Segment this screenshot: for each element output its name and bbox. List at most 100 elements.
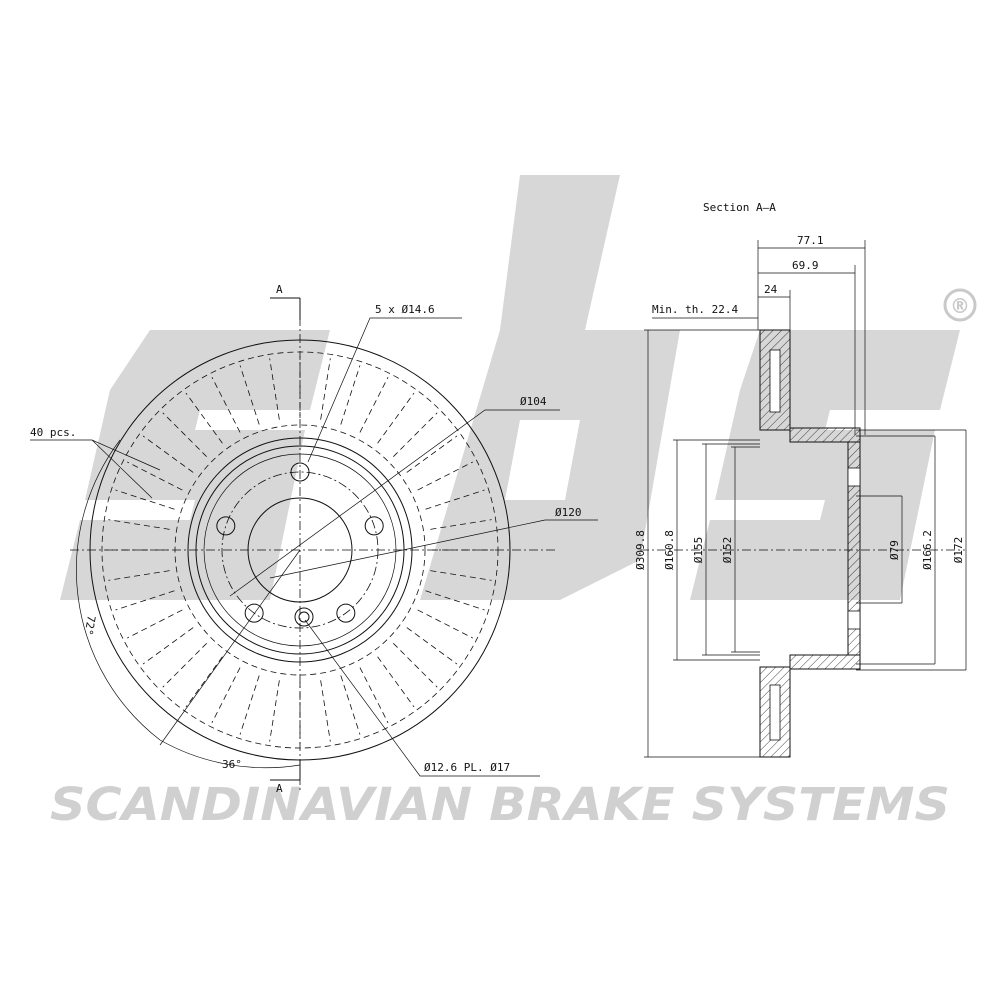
vane-line — [320, 680, 331, 742]
dimension-77-1: 77.1 — [757, 234, 866, 435]
bolt-hole — [336, 603, 356, 623]
vane-line — [269, 358, 280, 420]
vane-line — [359, 667, 389, 724]
pcd-leader — [229, 409, 560, 597]
vane-line — [162, 412, 207, 457]
diameter-outer_diameter: Ø309.8 — [634, 329, 760, 758]
vane-line — [142, 435, 194, 473]
vane-line — [417, 609, 474, 639]
bolt-holes — [216, 462, 384, 627]
vane-line — [417, 461, 474, 491]
center-bore-leader — [269, 519, 598, 579]
diameter-label: Ø172 — [952, 537, 965, 564]
vanes-label: 40 pcs. — [30, 426, 76, 439]
diameter-d_155: Ø155 — [692, 443, 760, 656]
vane-line — [359, 376, 389, 433]
vane-line — [406, 435, 458, 473]
bolt-hole — [216, 516, 236, 536]
vane-line — [211, 667, 241, 724]
vane-line — [320, 358, 331, 420]
registered-mark-text: ® — [950, 294, 970, 318]
dimension-77-1-text: 77.1 — [797, 234, 824, 247]
vane-line — [406, 627, 458, 665]
angle-72-arc — [76, 439, 161, 741]
diameter-label: Ø155 — [692, 537, 705, 564]
vane-line — [126, 461, 183, 491]
angle-36-label: 36° — [222, 758, 242, 771]
pin-hole-outer — [294, 607, 314, 627]
angle-36-leader — [159, 549, 301, 746]
friction-ring-top — [759, 329, 791, 431]
vane-line — [185, 656, 223, 708]
angle-36-arc — [159, 739, 301, 769]
front-view: A A 5 x Ø14.6 40 pcs. Ø104 Ø120 Ø12.6 PL… — [30, 283, 598, 795]
registered-mark: ® — [943, 288, 977, 322]
hat-section — [789, 427, 861, 670]
bolt-hole — [290, 462, 310, 482]
center-bore-label: Ø120 — [555, 506, 582, 519]
section-title: Section A–A — [703, 201, 776, 214]
vane-line — [239, 675, 260, 735]
vanes-leader — [30, 439, 161, 499]
vane-line — [425, 590, 485, 611]
vane-line — [185, 392, 223, 444]
pcd-label: Ø104 — [520, 395, 547, 408]
diameter-label: Ø160.8 — [663, 530, 676, 570]
vane-line — [239, 365, 260, 425]
vane-line — [211, 376, 241, 433]
vane-line — [430, 519, 492, 530]
vane-line — [340, 675, 361, 735]
friction-ring-bottom — [759, 666, 791, 758]
bolt-hole — [364, 516, 384, 536]
min-thickness-text: Min. th. 22.4 — [652, 303, 738, 316]
pin-hole-leader — [304, 619, 540, 777]
dimension-69-9: 69.9 — [758, 259, 856, 435]
diameter-d_172: Ø172 — [856, 429, 967, 671]
section-letter-top: A — [276, 283, 283, 296]
vane-line — [377, 656, 415, 708]
vane-line — [162, 643, 207, 688]
diameter-label: Ø166.2 — [921, 530, 934, 570]
vane-line — [142, 627, 194, 665]
vane-line — [115, 489, 175, 510]
vane-line — [393, 412, 438, 457]
diameter-d_166_2: Ø166.2 — [856, 435, 936, 665]
section-letter-bottom: A — [276, 782, 283, 795]
watermark-letter-s2 — [690, 330, 960, 600]
diameter-d_160_8: Ø160.8 — [663, 439, 760, 661]
vane-line — [108, 519, 170, 530]
watermark-letter-s1 — [60, 330, 330, 600]
vane-line — [340, 365, 361, 425]
vane-line — [393, 643, 438, 688]
min-thickness: Min. th. 22.4 — [652, 303, 758, 319]
section-marker-bottom: A — [270, 760, 301, 795]
diameter-d_152: Ø152 — [721, 446, 760, 653]
diameter-label: Ø309.8 — [634, 530, 647, 570]
pin-hole-label: Ø12.6 PL. Ø17 — [424, 761, 510, 774]
pin-hole-inner — [298, 611, 310, 623]
section-marker-top: A — [270, 283, 301, 320]
vane-line — [108, 570, 170, 581]
company-name: SCANDINAVIAN BRAKE SYSTEMS — [50, 778, 950, 831]
vane-line — [425, 489, 485, 510]
vane-line — [115, 590, 175, 611]
diameter-label: Ø79 — [888, 540, 901, 560]
diameter-label: Ø152 — [721, 537, 734, 564]
vane-line — [269, 680, 280, 742]
cooling-vanes — [106, 356, 494, 744]
sbs-watermark-logo — [60, 175, 960, 600]
vane-line — [377, 392, 415, 444]
vane-line — [430, 570, 492, 581]
vane-line — [126, 609, 183, 639]
bolt-hole — [244, 603, 264, 623]
dimension-24: 24 — [758, 283, 791, 330]
bolt-holes-label: 5 x Ø14.6 — [375, 303, 435, 316]
diameter-dimensions: Ø309.8 Ø160.8 Ø155 Ø152 Ø79 Ø166.2 Ø172 — [634, 329, 967, 758]
section-view: Section A–A 77.1 69.9 24 Min. th. 22.4 — [634, 201, 967, 758]
angle-72-label: 72° — [82, 614, 98, 636]
diameter-d_79: Ø79 — [856, 495, 903, 604]
dimension-69-9-text: 69.9 — [792, 259, 819, 272]
watermark-letter-b — [420, 175, 680, 600]
dimension-24-text: 24 — [764, 283, 778, 296]
